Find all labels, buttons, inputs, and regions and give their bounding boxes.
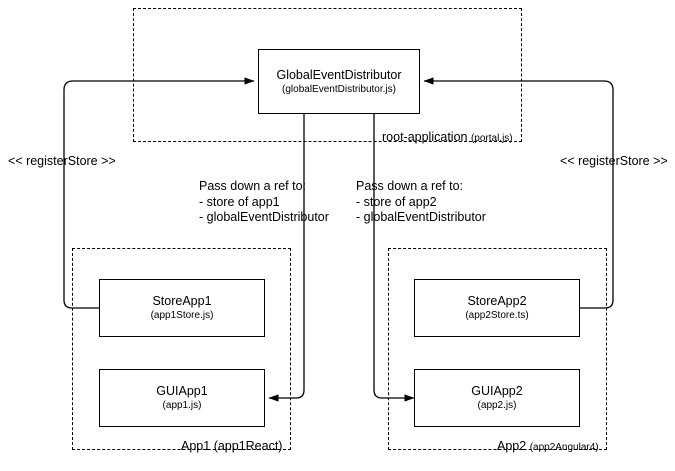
node-gui-app1-file: (app1.js) xyxy=(162,400,202,412)
edge-label-register-store-left: << registerStore >> xyxy=(8,154,116,168)
node-gui-app2-title: GUIApp2 xyxy=(471,384,523,399)
node-global-event-distributor-file: (globalEventDistributor.js) xyxy=(282,83,396,95)
group-label-root-application: root-application (portal.js) xyxy=(382,131,513,144)
node-gui-app2[interactable]: GUIApp2 (app2.js) xyxy=(414,369,580,427)
group-app1 xyxy=(72,248,291,450)
node-store-app2[interactable]: StoreApp2 (app2Store.ts) xyxy=(414,279,580,337)
group-root-application-name: root-application xyxy=(382,130,468,144)
node-store-app1-title: StoreApp1 xyxy=(152,294,212,309)
group-label-app1: App1 (app1React) xyxy=(181,440,282,453)
edge-globaleventdistributor-to-guiapp2 xyxy=(373,114,415,402)
node-store-app2-title: StoreApp2 xyxy=(467,294,527,309)
note-pass-down-app1: Pass down a ref to: - store of app1 - gl… xyxy=(199,179,329,224)
node-gui-app1-title: GUIApp1 xyxy=(156,384,208,399)
group-app1-name: App1 xyxy=(181,439,211,453)
node-store-app1[interactable]: StoreApp1 (app1Store.js) xyxy=(99,279,265,337)
edge-storeapp1-to-globaleventdistributor xyxy=(63,77,255,309)
group-app2 xyxy=(388,248,607,450)
edge-storeapp2-to-globaleventdistributor xyxy=(423,77,614,309)
group-label-app2: App2 (app2Angular4) xyxy=(497,440,599,453)
edge-globaleventdistributor-to-guiapp1 xyxy=(268,114,305,402)
edge-label-register-store-right: << registerStore >> xyxy=(560,154,668,168)
node-store-app1-file: (app1Store.js) xyxy=(150,310,214,322)
node-gui-app2-file: (app2.js) xyxy=(477,400,517,412)
node-gui-app1[interactable]: GUIApp1 (app1.js) xyxy=(99,369,265,427)
group-app2-name: App2 xyxy=(497,439,527,453)
group-root-application xyxy=(133,8,522,142)
node-global-event-distributor-title: GlobalEventDistributor xyxy=(276,67,402,82)
group-root-application-file: (portal.js) xyxy=(470,133,513,144)
node-global-event-distributor[interactable]: GlobalEventDistributor (globalEventDistr… xyxy=(258,49,420,114)
group-app1-file: (app1React) xyxy=(213,439,283,453)
note-pass-down-app2: Pass down a ref to: - store of app2 - gl… xyxy=(356,179,486,224)
node-store-app2-file: (app2Store.ts) xyxy=(465,310,529,322)
group-app2-file: (app2Angular4) xyxy=(529,442,599,453)
